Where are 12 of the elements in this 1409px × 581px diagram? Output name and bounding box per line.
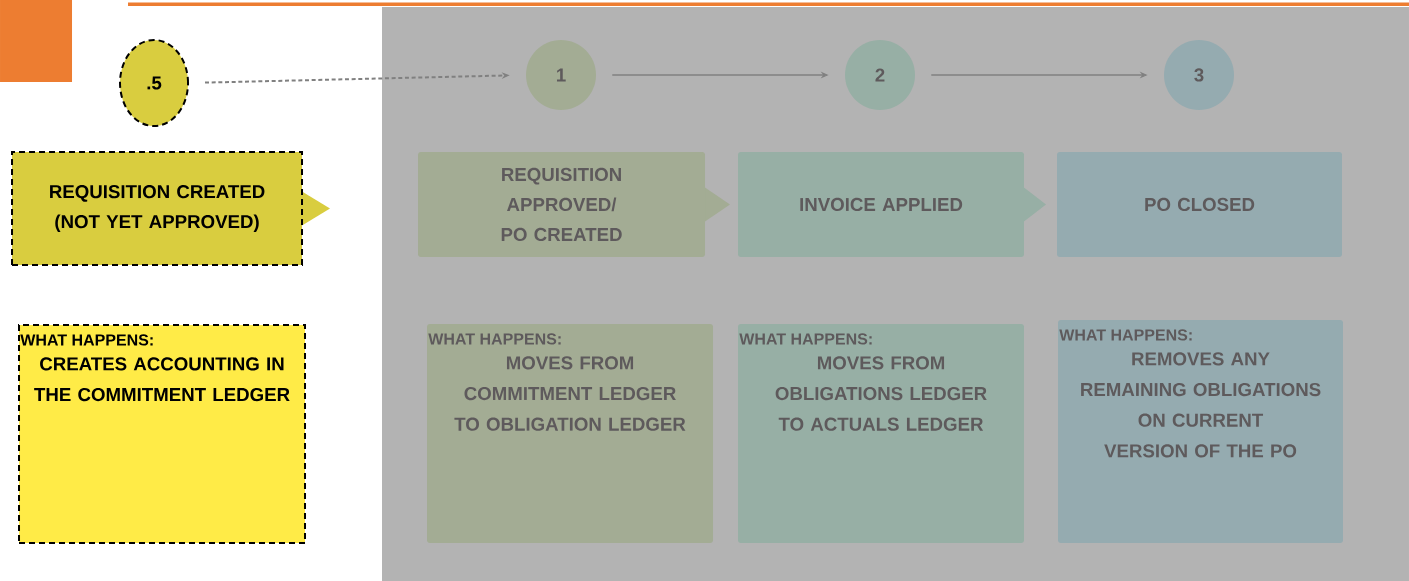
description-text: MOVES FROM COMMITMENT LEDGER TO OBLIGATION LEDGER xyxy=(454,356,686,431)
box-heading: WHAT HAPPENS: xyxy=(428,333,561,345)
step-box: PO CLOSED xyxy=(1057,152,1342,257)
description-text: REMOVES ANY REMAINING OBLIGATIONS ON CURRENT VERSION OF THE PO xyxy=(1081,352,1321,458)
step-box: REQUISITION APPROVED/ PO CREATED xyxy=(418,152,730,257)
box-heading: WHAT HAPPENS: xyxy=(1059,329,1192,341)
box-heading: WHAT HAPPENS: xyxy=(20,334,153,346)
step-box: REQUISITION CREATED (NOT YET APPROVED) xyxy=(11,151,330,266)
step-box: INVOICE APPLIED xyxy=(738,152,1046,257)
description-text: MOVES FROM OBLIGATIONS LEDGER TO ACTUALS LEDGER xyxy=(775,356,987,431)
description-text: CREATES ACCOUNTING IN THE COMMITMENT LEDGER xyxy=(34,357,290,402)
box-heading: WHAT HAPPENS: xyxy=(739,333,872,345)
